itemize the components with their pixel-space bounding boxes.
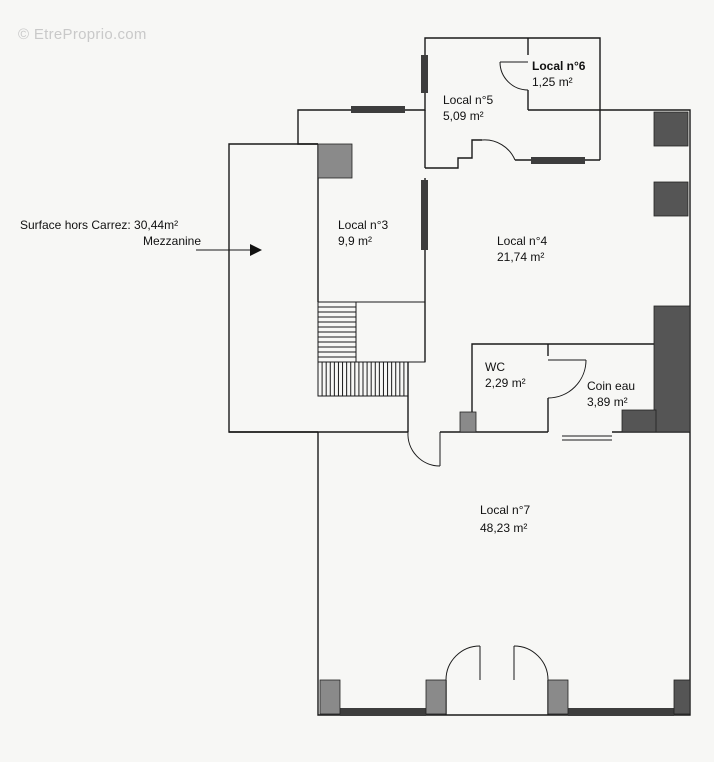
- room-name-coin-eau: Coin eau: [587, 379, 635, 393]
- window-front-left: [340, 708, 426, 716]
- pillar-coin-eau-base: [621, 409, 657, 433]
- pillar-front-3: [547, 679, 569, 715]
- front-door-left-arc: [445, 645, 481, 681]
- upper-outline: [297, 37, 691, 432]
- mezzanine-outline: [228, 143, 318, 433]
- pillar-local4-top: [653, 111, 689, 147]
- pillar-wc: [459, 411, 477, 433]
- mezzanine-surface-label: Surface hors Carrez: 30,44m²: [20, 218, 178, 232]
- room-area-local-3: 9,9 m²: [338, 234, 372, 248]
- stair-steps-lower: [321, 362, 405, 396]
- room-area-local-4: 21,74 m²: [497, 250, 544, 264]
- room-area-local-5: 5,09 m²: [443, 109, 484, 123]
- front-door-right-arc: [513, 645, 549, 681]
- room-area-local-7: 48,23 m²: [480, 521, 527, 535]
- local6-door-arc: [499, 61, 529, 91]
- pillar-local3: [317, 143, 353, 179]
- room-name-wc: WC: [485, 360, 505, 374]
- pillar-front-1: [319, 679, 341, 715]
- room-name-local-4: Local n°4: [497, 234, 547, 248]
- local7-outline: [317, 432, 691, 716]
- room-area-coin-eau: 3,89 m²: [587, 395, 628, 409]
- pillar-local4-mid: [653, 181, 689, 217]
- window-local5-bottom: [531, 157, 585, 164]
- main-door-arc: [407, 431, 441, 467]
- pillar-coin-eau: [653, 305, 691, 433]
- room-name-local-5: Local n°5: [443, 93, 493, 107]
- room-name-local-7: Local n°7: [480, 503, 530, 517]
- window-local5-left: [421, 55, 428, 93]
- local5-door-arc: [481, 139, 516, 161]
- window-local3-right: [421, 180, 428, 250]
- stair-steps-upper: [318, 306, 356, 358]
- room-area-wc: 2,29 m²: [485, 376, 526, 390]
- room-name-local-6: Local n°6: [532, 59, 586, 73]
- mezzanine-arrow-icon: [250, 244, 262, 256]
- watermark: © EtreProprio.com: [18, 26, 147, 43]
- wc-door-arc: [547, 359, 587, 399]
- mezzanine-name-label: Mezzanine: [143, 234, 201, 248]
- pillar-front-2: [425, 679, 447, 715]
- window-top-left: [351, 106, 405, 113]
- wc-wall: [471, 343, 548, 432]
- window-front-right: [568, 708, 674, 716]
- pillar-front-4: [673, 679, 691, 715]
- room-area-local-6: 1,25 m²: [532, 75, 573, 89]
- room-name-local-3: Local n°3: [338, 218, 388, 232]
- local5-bottom-wall: [425, 139, 482, 169]
